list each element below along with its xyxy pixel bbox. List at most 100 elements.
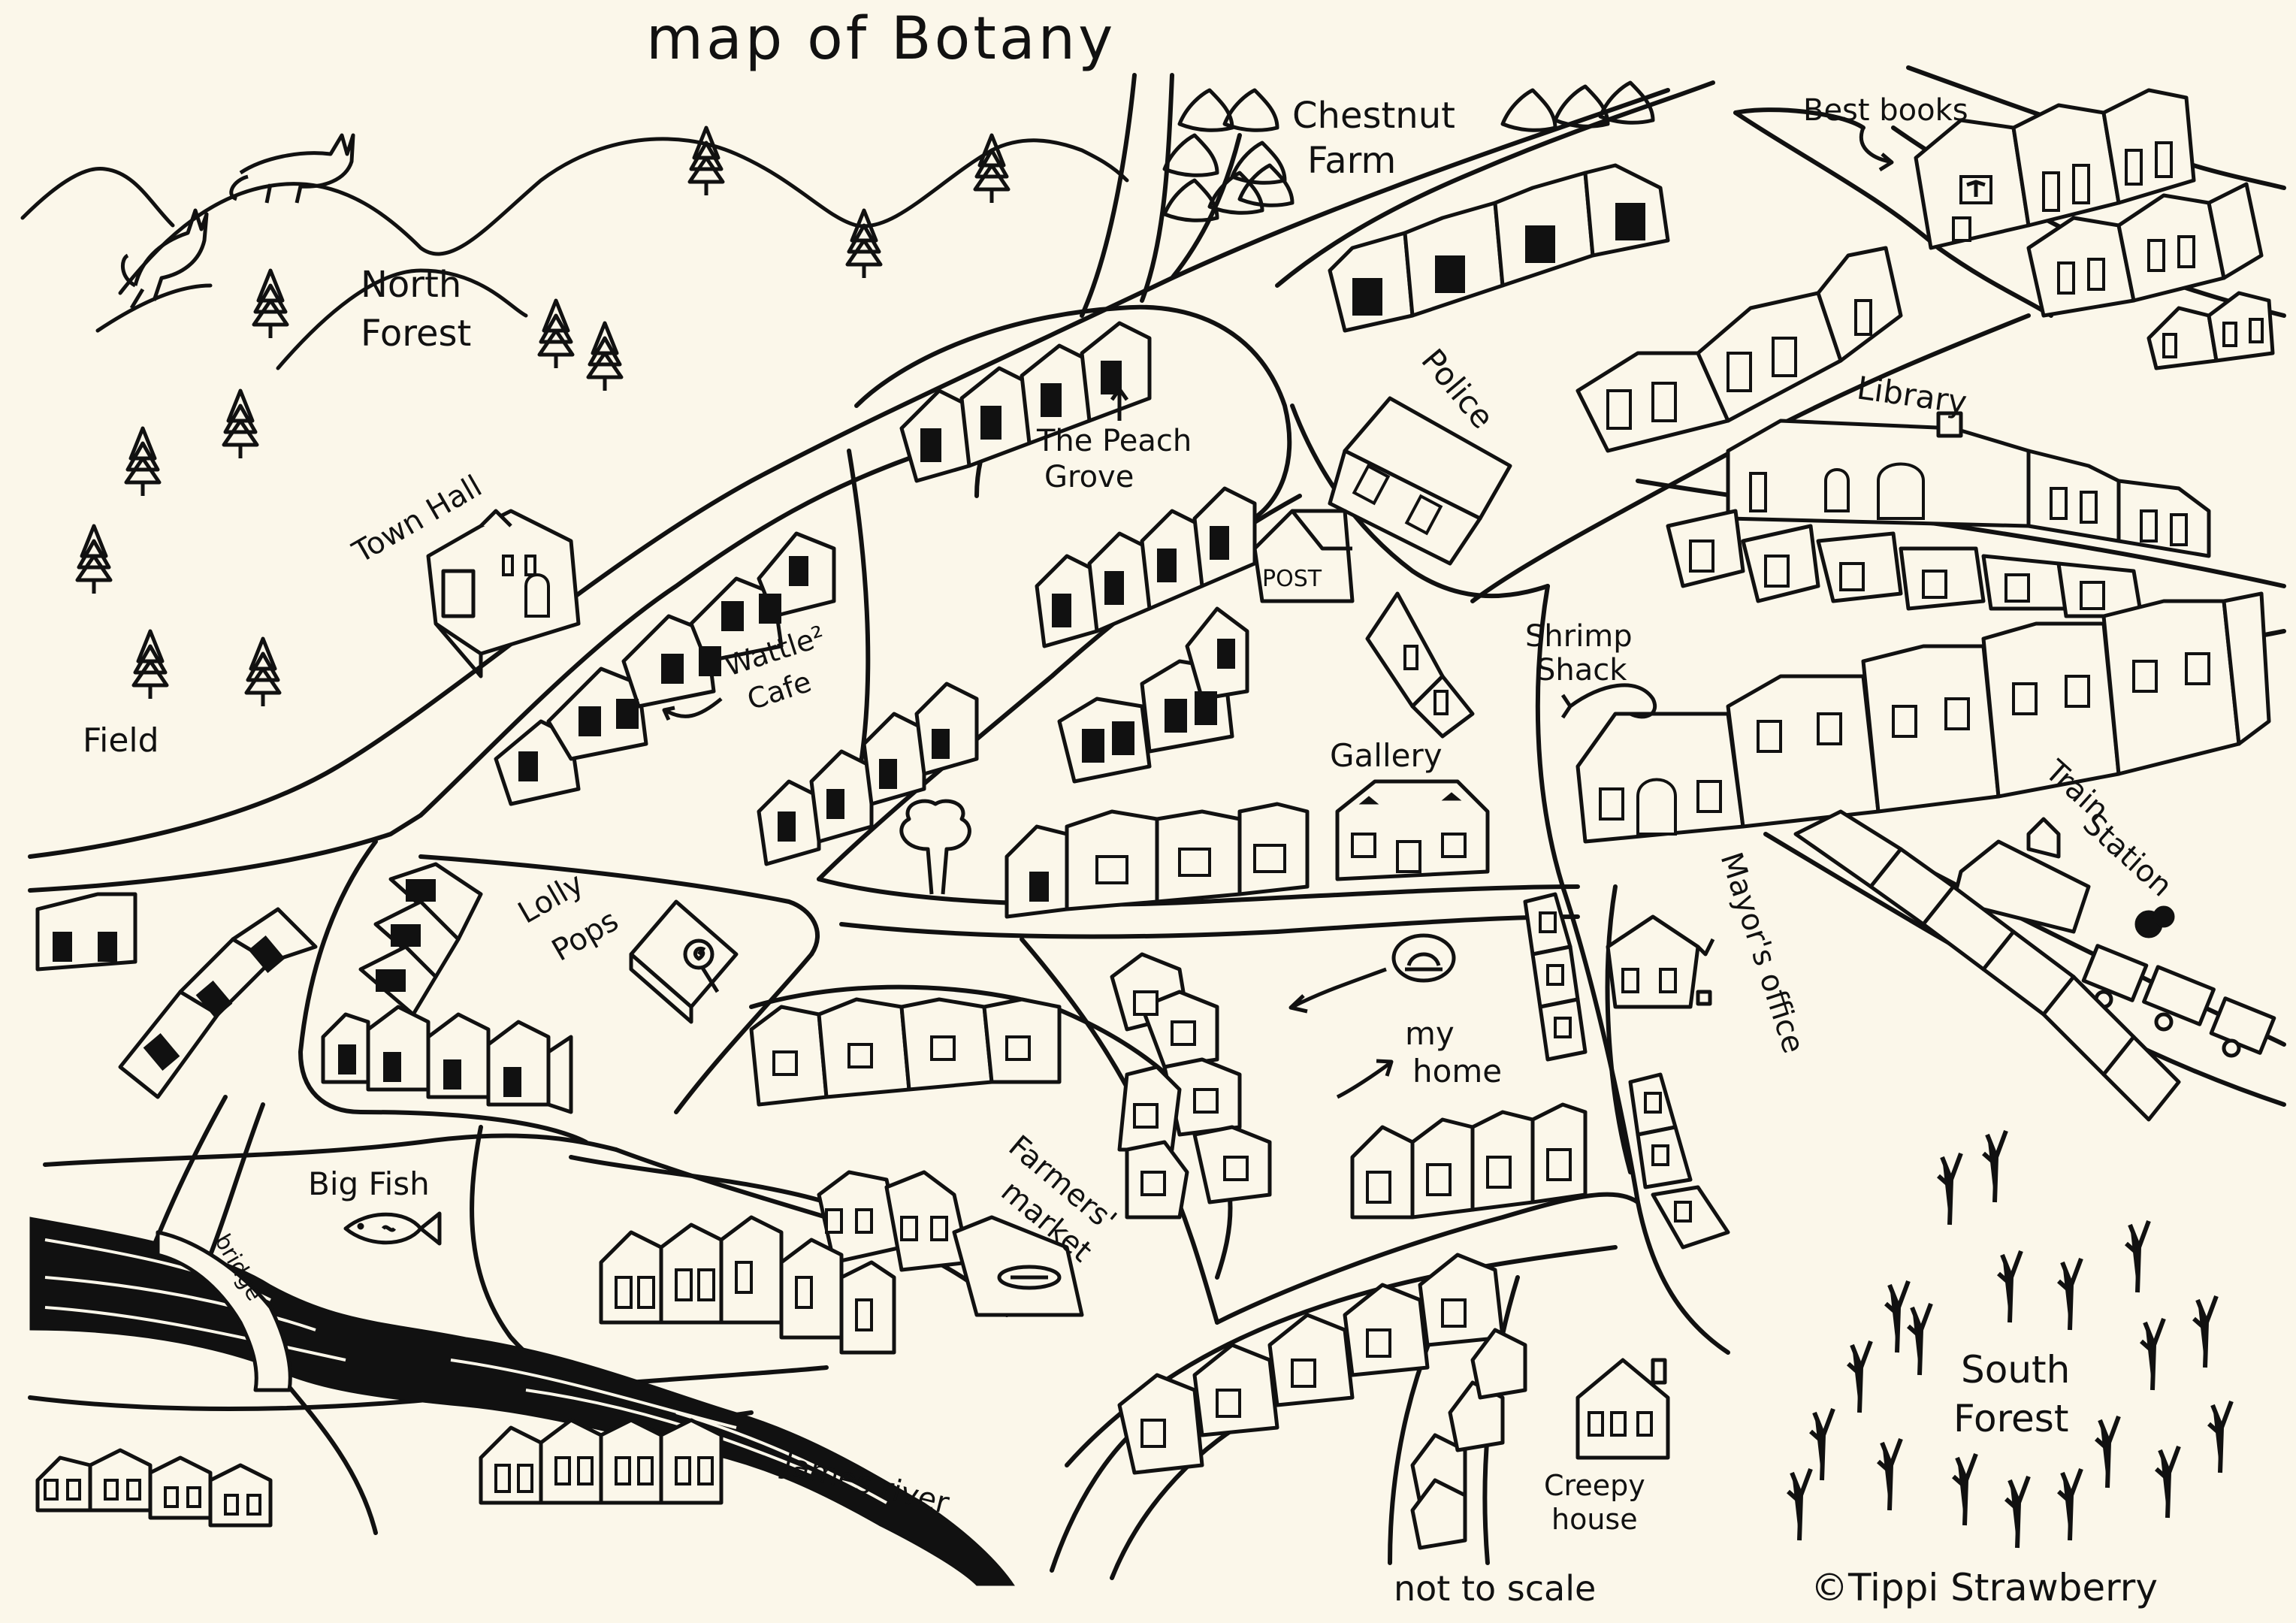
chestnut-icon: [1237, 163, 1295, 207]
fish-market-sign-icon: [997, 1265, 1062, 1290]
map-title: map of Botany: [646, 5, 1116, 73]
james-river: [29, 1216, 1015, 1586]
house-row: [1117, 1253, 1505, 1475]
arrow-icon: [1288, 967, 1387, 1014]
house-row: [1410, 1328, 1527, 1550]
bare-tree-icon: [2155, 1445, 2181, 1519]
bare-tree-icon: [1787, 1467, 1813, 1541]
shrimp-icon: [1560, 683, 1657, 719]
south-forest-label: South: [1961, 1348, 2070, 1392]
house-row: [1365, 591, 1475, 739]
house-row: [479, 1418, 724, 1505]
house-row: [1523, 892, 1730, 1250]
my-home-label: my: [1405, 1015, 1455, 1052]
gallery-building: [1335, 779, 1490, 881]
arrow-icon: [1336, 1059, 1394, 1099]
shrimp-shack-label: Shrimp: [1525, 619, 1633, 654]
house-row: [1328, 163, 1670, 333]
chestnut-farm-label: Farm: [1307, 140, 1396, 182]
pine-tree-icon: [124, 426, 162, 496]
best-books-building: [1914, 88, 2196, 250]
bare-tree-icon: [1847, 1340, 1873, 1413]
my-home-label: home: [1412, 1053, 1502, 1090]
house-row: [1575, 246, 1903, 453]
best-books-label: Best books: [1803, 93, 1968, 128]
cat-icon: [229, 133, 355, 204]
bare-tree-icon: [2207, 1400, 2234, 1473]
shrimp-shack-row: [1575, 591, 2271, 844]
house-row: [35, 1448, 273, 1528]
big-fish-label: Big Fish: [308, 1165, 430, 1202]
house-row: [1035, 486, 1257, 648]
shrimp-shack-label: Shack: [1536, 653, 1627, 688]
pine-tree-icon: [244, 636, 282, 706]
field-label: Field: [83, 721, 159, 760]
chestnut-icon: [1598, 80, 1655, 125]
post-label: POST: [1262, 566, 1322, 592]
chestnut-icon: [1177, 88, 1234, 132]
gallery-label: Gallery: [1330, 737, 1443, 774]
home-icon: [1391, 933, 1456, 983]
farmers-market: [817, 1170, 1084, 1317]
my-home-cluster: [1110, 952, 1272, 1220]
bare-tree-icon: [1997, 1250, 2023, 1323]
bare-tree-icon: [2095, 1415, 2121, 1489]
house-row: [118, 907, 318, 1099]
creepy-house-label: Creepy: [1544, 1469, 1645, 1502]
pine-tree-icon: [131, 629, 169, 699]
peach-grove-row: [899, 321, 1152, 483]
chestnut-icon: [1162, 133, 1219, 177]
chestnut-icon: [1500, 88, 1557, 132]
peach-grove-label: The Peach: [1036, 424, 1192, 458]
pine-tree-icon: [687, 125, 725, 195]
house-row: [1005, 802, 1310, 919]
bare-tree-icon: [1937, 1152, 1963, 1226]
mayors-office: [1606, 914, 1715, 1009]
pine-tree-icon: [252, 268, 289, 338]
not-to-scale-note: not to scale: [1394, 1568, 1596, 1609]
chestnut-icon: [1230, 141, 1287, 185]
house-row: [1666, 509, 2143, 618]
south-forest-label: Forest: [1953, 1397, 2068, 1440]
bare-tree-icon: [2057, 1257, 2083, 1331]
peach-grove-label: Grove: [1044, 460, 1134, 494]
train-station: [1951, 817, 2276, 1058]
bare-tree-icon: [1884, 1280, 1911, 1353]
wattle-cafe-row: [494, 531, 836, 806]
bare-tree-icon: [1952, 1452, 1978, 1526]
creepy-house-label: house: [1551, 1503, 1638, 1536]
chestnut-icon: [1553, 84, 1610, 128]
house-row: [358, 862, 483, 1017]
north-forest-label: Forest: [361, 313, 471, 355]
house-row: [2146, 291, 2275, 370]
house-row: [321, 1005, 573, 1114]
arrow-icon: [1110, 387, 1129, 421]
lolly-pops-shop: [629, 899, 739, 1024]
bare-tree-icon: [1877, 1437, 1903, 1511]
arrow-icon: [1859, 127, 1894, 172]
town-hall: [426, 509, 581, 679]
fish-icon: [343, 1211, 442, 1246]
credit-text: ©Tippi Strawberry: [1811, 1566, 2158, 1609]
creepy-house: [1575, 1358, 1670, 1460]
post-office: POST: [1252, 509, 1355, 603]
library-label: Library: [1855, 369, 1969, 421]
house-row: [757, 682, 979, 866]
house-row: [749, 997, 1062, 1107]
bare-tree-icon: [2057, 1467, 2083, 1541]
pine-tree-icon: [845, 208, 883, 278]
train-station-label: Station: [2076, 806, 2178, 903]
train-icon: [2081, 905, 2276, 1058]
library: [1726, 411, 2211, 558]
north-forest-label: North: [361, 264, 461, 306]
north-forest-hills: [20, 137, 1129, 370]
bare-tree-icons: [1787, 1129, 2234, 1549]
bare-tree-icon: [2004, 1475, 2031, 1549]
house-row: [1350, 1102, 1588, 1220]
pine-tree-icon: [973, 133, 1011, 203]
bare-tree-icon: [2125, 1220, 2151, 1293]
arrow-icon: [662, 697, 723, 721]
tree-icon: [899, 799, 971, 895]
cat-icon: [120, 208, 209, 310]
